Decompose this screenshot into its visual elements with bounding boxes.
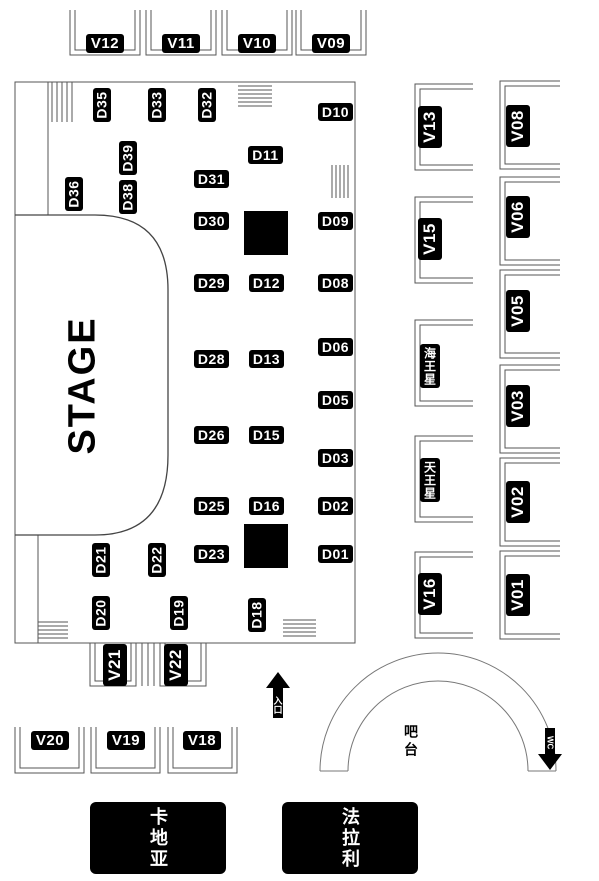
entrance-arrow-icon bbox=[266, 672, 290, 718]
booth-v10[interactable]: V10 bbox=[238, 34, 276, 53]
booth-v02[interactable]: V02 bbox=[506, 481, 530, 523]
stairs-right bbox=[331, 165, 349, 198]
booth-neptune[interactable]: 海王星 bbox=[420, 344, 440, 388]
wc-label: WC bbox=[545, 736, 555, 750]
booth-v12[interactable]: V12 bbox=[86, 34, 124, 53]
table-d20[interactable]: D20 bbox=[92, 596, 110, 630]
table-d33[interactable]: D33 bbox=[148, 88, 166, 122]
table-d10[interactable]: D10 bbox=[318, 103, 353, 121]
table-d05[interactable]: D05 bbox=[318, 391, 353, 409]
pillar-bottom bbox=[244, 524, 288, 568]
table-d38[interactable]: D38 bbox=[119, 180, 137, 214]
stairs-bottom-center bbox=[283, 619, 316, 637]
table-d30[interactable]: D30 bbox=[194, 212, 229, 230]
table-d01[interactable]: D01 bbox=[318, 545, 353, 563]
booth-v21[interactable]: V21 bbox=[103, 644, 127, 686]
table-d28[interactable]: D28 bbox=[194, 350, 229, 368]
entrance-label: 入口 bbox=[272, 696, 283, 714]
table-d02[interactable]: D02 bbox=[318, 497, 353, 515]
booth-frames-right-col2 bbox=[499, 80, 560, 640]
table-d15[interactable]: D15 bbox=[249, 426, 284, 444]
booth-v09[interactable]: V09 bbox=[312, 34, 350, 53]
table-d09[interactable]: D09 bbox=[318, 212, 353, 230]
booth-v13[interactable]: V13 bbox=[418, 106, 442, 148]
table-d29[interactable]: D29 bbox=[194, 274, 229, 292]
table-d12[interactable]: D12 bbox=[249, 274, 284, 292]
table-d13[interactable]: D13 bbox=[249, 350, 284, 368]
booth-v05[interactable]: V05 bbox=[506, 290, 530, 332]
booth-v18[interactable]: V18 bbox=[183, 731, 221, 750]
stairs-top-center bbox=[238, 85, 272, 107]
table-d36[interactable]: D36 bbox=[65, 177, 83, 211]
table-d18[interactable]: D18 bbox=[248, 598, 266, 632]
table-d08[interactable]: D08 bbox=[318, 274, 353, 292]
main-hall bbox=[14, 81, 356, 644]
table-d26[interactable]: D26 bbox=[194, 426, 229, 444]
booth-v11[interactable]: V11 bbox=[162, 34, 200, 53]
table-d39[interactable]: D39 bbox=[119, 141, 137, 175]
table-d23[interactable]: D23 bbox=[194, 545, 229, 563]
table-d19[interactable]: D19 bbox=[170, 596, 188, 630]
stairs-bottom-left bbox=[38, 621, 68, 639]
booth-v03[interactable]: V03 bbox=[506, 385, 530, 427]
table-d16[interactable]: D16 bbox=[249, 497, 284, 515]
booth-v16[interactable]: V16 bbox=[418, 573, 442, 615]
room-ferrari[interactable]: 法拉利 bbox=[282, 802, 418, 874]
table-d35[interactable]: D35 bbox=[93, 88, 111, 122]
table-d06[interactable]: D06 bbox=[318, 338, 353, 356]
table-d21[interactable]: D21 bbox=[92, 543, 110, 577]
table-d31[interactable]: D31 bbox=[194, 170, 229, 188]
booth-v22[interactable]: V22 bbox=[164, 644, 188, 686]
stage-area bbox=[15, 214, 169, 536]
booth-v01[interactable]: V01 bbox=[506, 574, 530, 616]
stairs-top-left bbox=[51, 82, 73, 122]
bar-counter bbox=[319, 652, 557, 772]
room-cartier[interactable]: 卡地亚 bbox=[90, 802, 226, 874]
booth-frames-bottom bbox=[14, 727, 238, 774]
pillar-top bbox=[244, 211, 288, 255]
table-d11[interactable]: D11 bbox=[248, 146, 283, 164]
table-d03[interactable]: D03 bbox=[318, 449, 353, 467]
table-d32[interactable]: D32 bbox=[198, 88, 216, 122]
bar-label: 吧台 bbox=[403, 724, 419, 760]
booth-v19[interactable]: V19 bbox=[107, 731, 145, 750]
booth-v08[interactable]: V08 bbox=[506, 105, 530, 147]
table-d25[interactable]: D25 bbox=[194, 497, 229, 515]
booth-v15[interactable]: V15 bbox=[418, 218, 442, 260]
stage-label: STAGE bbox=[61, 315, 104, 455]
booth-v20[interactable]: V20 bbox=[31, 731, 69, 750]
wc-arrow-icon bbox=[538, 728, 562, 770]
booth-v06[interactable]: V06 bbox=[506, 196, 530, 238]
table-d22[interactable]: D22 bbox=[148, 543, 166, 577]
booth-uranus[interactable]: 天王星 bbox=[420, 458, 440, 502]
